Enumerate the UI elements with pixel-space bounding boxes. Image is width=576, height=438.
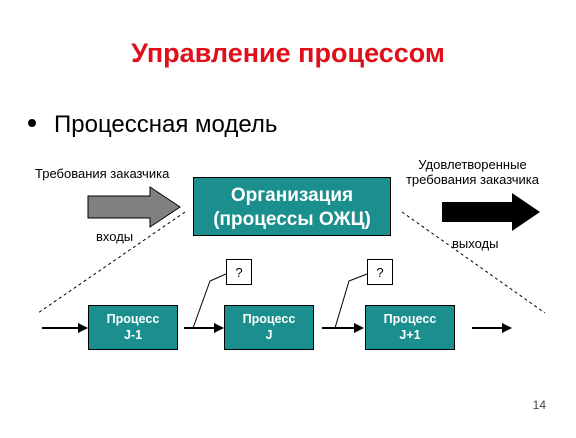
process-label: Процесс — [242, 312, 296, 326]
input-requirement-label: Требования заказчика — [35, 166, 170, 181]
output-result-label: Удовлетворенные требования заказчика — [400, 157, 545, 187]
process-index: J+1 — [399, 328, 421, 342]
process-label: Процесс — [106, 312, 160, 326]
bullet-text: Процессная модель — [54, 111, 278, 138]
bullet-icon — [28, 118, 36, 127]
question-box-2: ? — [367, 259, 393, 285]
input-arrow-icon — [87, 186, 181, 228]
process-box-j-plus-1: Процесс J+1 — [365, 305, 455, 350]
bullet-item: Процессная модель — [28, 111, 277, 139]
process-box-j-minus-1: Процесс J-1 — [88, 305, 178, 350]
process-label: Процесс — [383, 312, 437, 326]
process-index: J-1 — [123, 328, 143, 342]
organization-box: Организация (процессы ОЖЦ) — [193, 177, 391, 236]
output-result-line2: требования заказчика — [405, 172, 540, 187]
callout-line-2 — [334, 273, 368, 329]
dashed-line-left — [37, 211, 186, 314]
callout-line-1 — [192, 273, 227, 329]
process-box-j: Процесс J — [224, 305, 314, 350]
process-index: J — [265, 328, 273, 342]
organization-subtitle: (процессы ОЖЦ) — [213, 209, 371, 230]
outputs-label: выходы — [452, 236, 499, 251]
page-number: 14 — [532, 398, 546, 412]
organization-title: Организация — [230, 185, 354, 206]
inputs-label: входы — [96, 229, 134, 244]
slide-title: Управление процессом — [131, 38, 445, 68]
output-result-line1: Удовлетворенные — [418, 157, 527, 172]
output-arrow-icon — [442, 193, 540, 231]
dashed-line-right — [401, 211, 546, 314]
question-box-1: ? — [226, 259, 252, 285]
